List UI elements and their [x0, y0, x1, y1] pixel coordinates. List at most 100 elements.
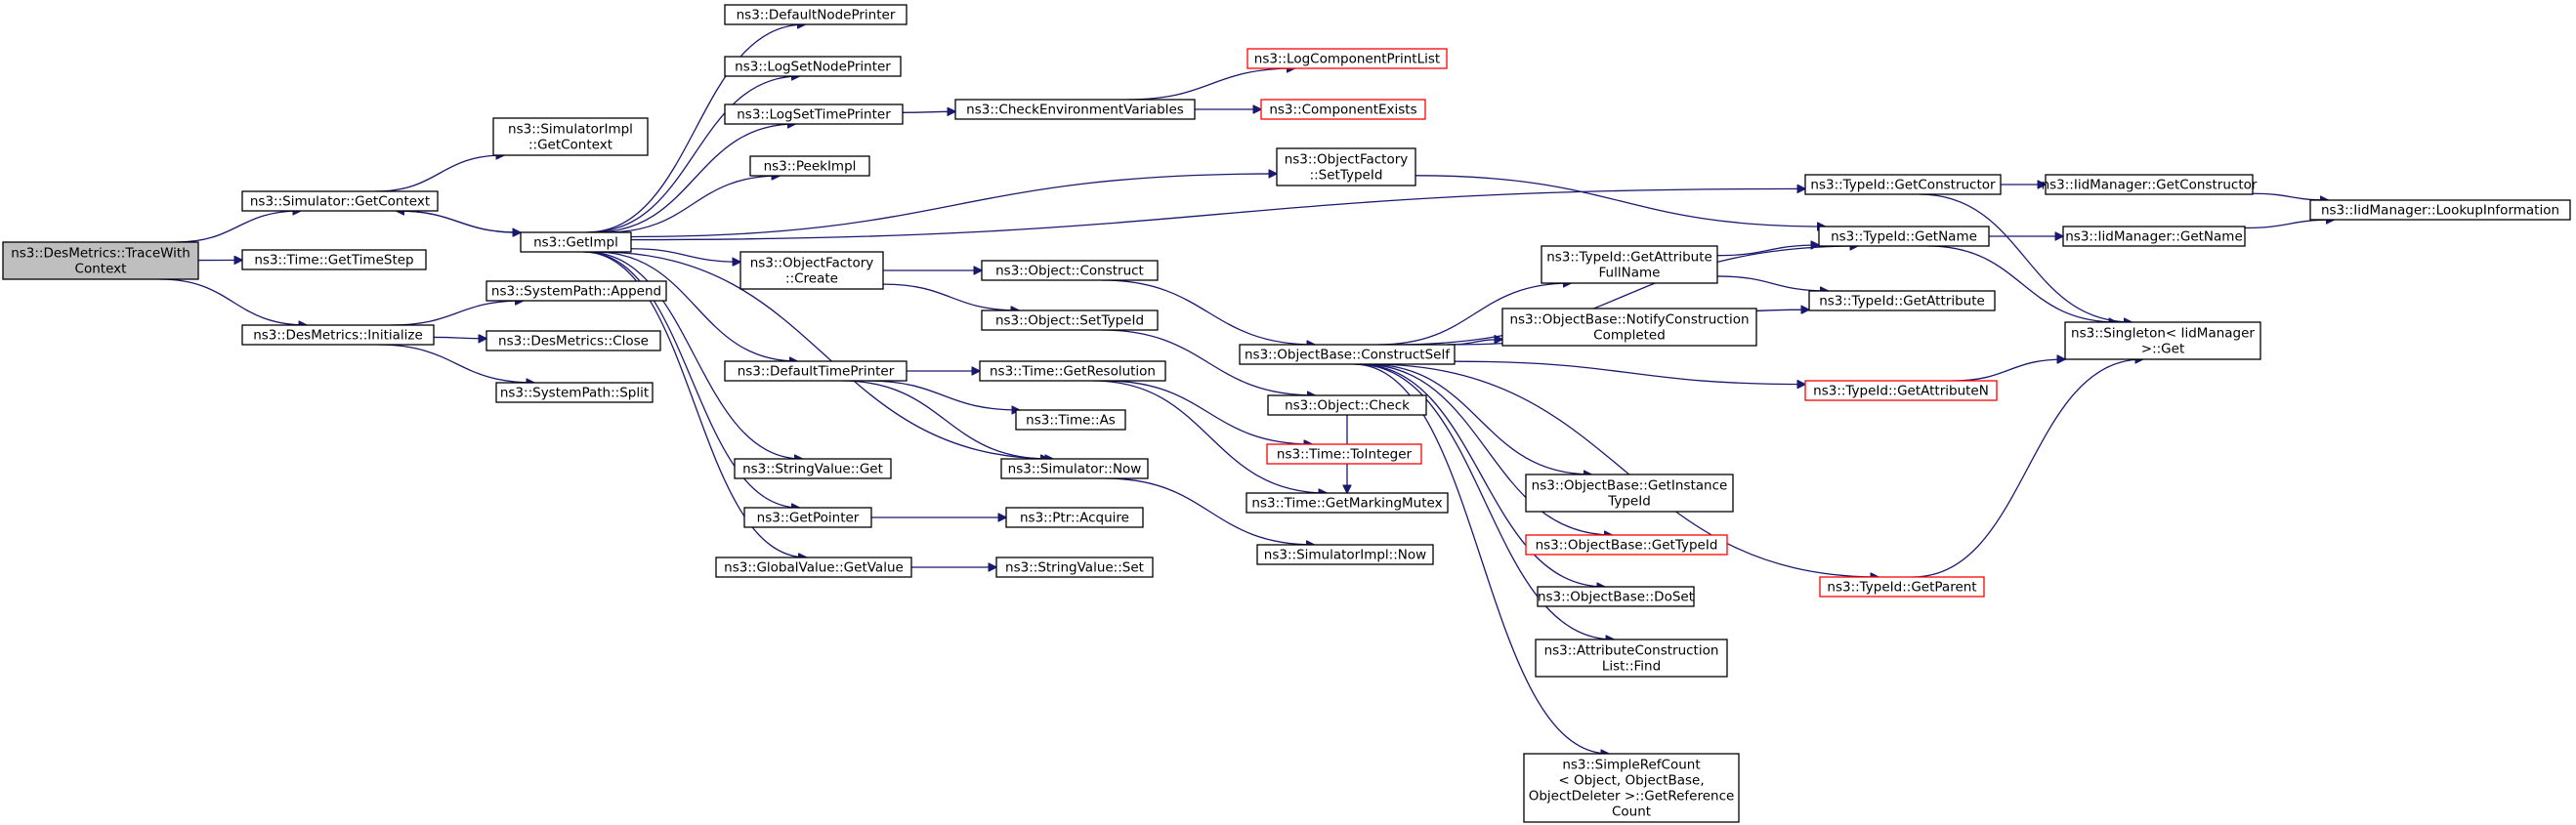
node-deftimeprinter[interactable]: ns3::DefaultTimePrinter: [724, 360, 908, 382]
node-sp_split[interactable]: ns3::SystemPath::Split: [495, 382, 654, 403]
node-dm_init[interactable]: ns3::DesMetrics::Initialize: [241, 324, 435, 346]
node-box[interactable]: [1260, 99, 1426, 120]
node-box[interactable]: [1501, 308, 1757, 347]
node-singleton_get[interactable]: ns3::Singleton< IidManager>::Get: [2064, 321, 2261, 360]
node-ob_notifyconstruction[interactable]: ns3::ObjectBase::NotifyConstructionCompl…: [1501, 308, 1757, 347]
node-box[interactable]: [241, 324, 435, 346]
node-iid_getname[interactable]: ns3::IidManager::GetName: [2062, 226, 2246, 247]
node-box[interactable]: [2309, 199, 2571, 221]
node-ob_gettypeid[interactable]: ns3::ObjectBase::GetTypeId: [1525, 534, 1728, 556]
node-ptr_acquire[interactable]: ns3::Ptr::Acquire: [1005, 507, 1144, 528]
node-box[interactable]: [2045, 174, 2254, 195]
node-box[interactable]: [1246, 492, 1449, 514]
node-tid_getattribute[interactable]: ns3::TypeId::GetAttribute: [1808, 290, 1996, 311]
node-box[interactable]: [1818, 226, 1990, 247]
node-box[interactable]: [495, 382, 654, 403]
node-box[interactable]: [1015, 409, 1126, 431]
node-box[interactable]: [1266, 443, 1422, 465]
node-time_getres[interactable]: ns3::Time::GetResolution: [979, 360, 1166, 382]
node-box[interactable]: [1267, 394, 1427, 416]
node-getimpl[interactable]: ns3::GetImpl: [520, 231, 632, 253]
node-time_getstep[interactable]: ns3::Time::GetTimeStep: [241, 249, 427, 270]
node-box[interactable]: [1005, 507, 1144, 528]
node-box[interactable]: [486, 330, 661, 351]
node-box[interactable]: [715, 557, 912, 578]
node-logsettimeprinter[interactable]: ns3::LogSetTimePrinter: [724, 103, 904, 125]
node-dm_close[interactable]: ns3::DesMetrics::Close: [486, 330, 661, 351]
node-sim_getcontext[interactable]: ns3::Simulator::GetContext: [241, 190, 439, 212]
node-box[interactable]: [1804, 380, 1998, 401]
node-tid_getname[interactable]: ns3::TypeId::GetName: [1818, 226, 1990, 247]
node-gv_getvalue[interactable]: ns3::GlobalValue::GetValue: [715, 557, 912, 578]
node-getpointer[interactable]: ns3::GetPointer: [743, 507, 872, 528]
node-logcompprint[interactable]: ns3::LogComponentPrintList: [1246, 48, 1448, 69]
node-logsetnodeprinter[interactable]: ns3::LogSetNodePrinter: [724, 56, 902, 77]
node-box[interactable]: [743, 507, 872, 528]
node-compexists[interactable]: ns3::ComponentExists: [1260, 99, 1426, 120]
node-tid_getattributen[interactable]: ns3::TypeId::GetAttributeN: [1804, 380, 1998, 401]
node-tid_getconstructor[interactable]: ns3::TypeId::GetConstructor: [1804, 174, 2002, 195]
node-of_create[interactable]: ns3::ObjectFactory::Create: [739, 251, 884, 290]
node-box[interactable]: [724, 4, 908, 25]
node-tid_getparent[interactable]: ns3::TypeId::GetParent: [1819, 576, 1985, 598]
node-box[interactable]: [241, 190, 439, 212]
node-box[interactable]: [749, 155, 870, 177]
node-box[interactable]: [979, 360, 1166, 382]
node-box[interactable]: [1819, 576, 1985, 598]
node-box[interactable]: [724, 360, 908, 382]
node-box[interactable]: [734, 458, 892, 479]
node-time_markingmutex[interactable]: ns3::Time::GetMarkingMutex: [1246, 492, 1449, 514]
node-box[interactable]: [1525, 534, 1728, 556]
node-iid_lookupinfo[interactable]: ns3::IidManager::LookupInformation: [2309, 199, 2571, 221]
node-box[interactable]: [1808, 290, 1996, 311]
node-obj_construct[interactable]: ns3::Object::Construct: [981, 260, 1159, 281]
node-box[interactable]: [2062, 226, 2246, 247]
node-box[interactable]: [995, 557, 1154, 578]
node-time_as[interactable]: ns3::Time::As: [1015, 409, 1126, 431]
node-sv_set[interactable]: ns3::StringValue::Set: [995, 557, 1154, 578]
node-box[interactable]: [520, 231, 632, 253]
node-box[interactable]: [1239, 344, 1456, 365]
node-simplerefcount[interactable]: ns3::SimpleRefCount< Object, ObjectBase,…: [1523, 753, 1740, 823]
node-box[interactable]: [724, 56, 902, 77]
node-box[interactable]: [1537, 586, 1695, 607]
node-box[interactable]: [1246, 48, 1448, 69]
node-box[interactable]: [981, 260, 1159, 281]
node-box[interactable]: [1276, 147, 1416, 186]
node-obj_check[interactable]: ns3::Object::Check: [1267, 394, 1427, 416]
node-time_tointeger[interactable]: ns3::Time::ToInteger: [1266, 443, 1422, 465]
node-box[interactable]: [1256, 544, 1434, 565]
node-box[interactable]: [2, 241, 199, 280]
node-box[interactable]: [1541, 245, 1718, 284]
node-peekimpl[interactable]: ns3::PeekImpl: [749, 155, 870, 177]
node-sim_now[interactable]: ns3::Simulator::Now: [1000, 458, 1149, 479]
node-box[interactable]: [1000, 458, 1149, 479]
node-box[interactable]: [241, 249, 427, 270]
node-box[interactable]: [492, 117, 649, 156]
node-simimpl_getcontext[interactable]: ns3::SimulatorImpl::GetContext: [492, 117, 649, 156]
node-of_settypeid[interactable]: ns3::ObjectFactory::SetTypeId: [1276, 147, 1416, 186]
node-box[interactable]: [981, 309, 1159, 331]
node-sp_append[interactable]: ns3::SystemPath::Append: [486, 280, 667, 302]
node-defnodeprinter[interactable]: ns3::DefaultNodePrinter: [724, 4, 908, 25]
node-box[interactable]: [1535, 639, 1728, 678]
node-box[interactable]: [739, 251, 884, 290]
node-box[interactable]: [2064, 321, 2261, 360]
node-ob_constructself[interactable]: ns3::ObjectBase::ConstructSelf: [1239, 344, 1456, 365]
node-box[interactable]: [954, 99, 1196, 120]
node-box[interactable]: [1523, 753, 1740, 823]
node-obj_settypeid[interactable]: ns3::Object::SetTypeId: [981, 309, 1159, 331]
node-ob_doset[interactable]: ns3::ObjectBase::DoSet: [1537, 586, 1695, 607]
node-checkenv[interactable]: ns3::CheckEnvironmentVariables: [954, 99, 1196, 120]
node-box[interactable]: [724, 103, 904, 125]
node-box[interactable]: [1525, 474, 1734, 513]
node-simimpl_now[interactable]: ns3::SimulatorImpl::Now: [1256, 544, 1434, 565]
node-box[interactable]: [486, 280, 667, 302]
node-sv_get[interactable]: ns3::StringValue::Get: [734, 458, 892, 479]
node-box[interactable]: [1804, 174, 2002, 195]
node-iid_getconstructor[interactable]: ns3::IidManager::GetConstructor: [2042, 174, 2258, 195]
